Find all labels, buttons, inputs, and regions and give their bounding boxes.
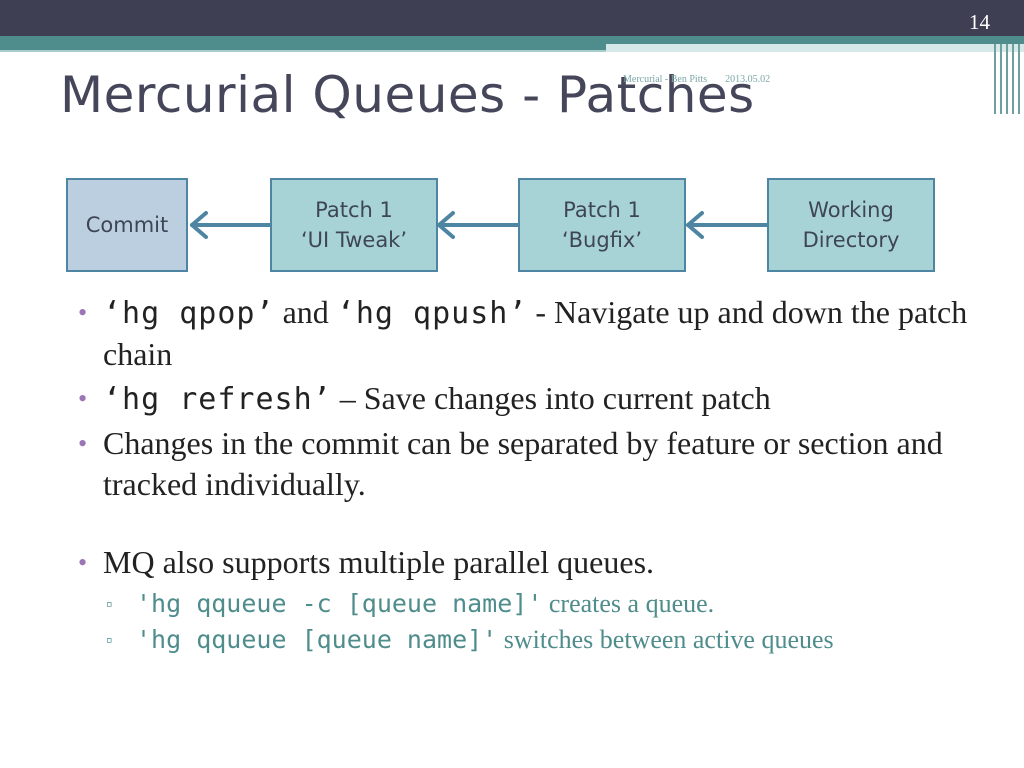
bullet-item: • Changes in the commit can be separated… — [78, 423, 978, 505]
bullet-item: • MQ also supports multiple parallel que… — [78, 542, 978, 583]
commit-box: Commit — [66, 178, 188, 272]
patch-chain-diagram: Commit Patch 1 ‘UI Tweak’ Patch 1 ‘Bugfi… — [66, 178, 936, 274]
bullet-item: • ‘hg qpop’ and ‘hg qpush’ - Navigate up… — [78, 292, 978, 375]
bullet-text: - Navigate up and down the patch chain — [103, 294, 968, 372]
bullet-dot-icon: • — [78, 298, 88, 327]
slide-footer: Mercurial - Ben Pitts 2013.05.02 — [623, 74, 770, 85]
top-dark-bar — [0, 0, 1024, 36]
patch-ui-tweak-box: Patch 1 ‘UI Tweak’ — [270, 178, 438, 272]
command-qqueue-create: 'hg qqueue -c [queue name]' — [136, 589, 543, 618]
diagram-arrows — [190, 211, 769, 239]
footer-date: 2013.05.02 — [725, 74, 771, 85]
working-directory-label: Working Directory — [802, 198, 900, 252]
patch-bugfix-box: Patch 1 ‘Bugfix’ — [518, 178, 686, 272]
bullet-text: – Save changes into current patch — [331, 380, 771, 416]
command-refresh: ‘hg refresh’ — [103, 382, 332, 417]
square-bullet-icon: ▫ — [106, 594, 113, 614]
bullet-dot-icon: • — [78, 548, 88, 577]
bullet-text: and — [274, 294, 337, 330]
command-qpop: ‘hg qpop’ — [103, 296, 275, 331]
working-directory-box: Working Directory — [767, 178, 935, 272]
patch-bugfix-label: Patch 1 ‘Bugfix’ — [561, 198, 643, 252]
bullet-list: • ‘hg qpop’ and ‘hg qpush’ - Navigate up… — [78, 292, 978, 658]
bullet-text: MQ also supports multiple parallel queue… — [103, 544, 655, 580]
footer-author: Mercurial - Ben Pitts — [623, 74, 708, 85]
sub-bullet-item: ▫ 'hg qqueue -c [queue name]' creates a … — [78, 586, 978, 622]
bullet-dot-icon: • — [78, 429, 88, 458]
bullet-dot-icon: • — [78, 384, 88, 413]
top-light-bar — [0, 50, 1024, 52]
sub-bullet-text: switches between active queues — [497, 625, 834, 654]
slide-number: 14 — [969, 10, 990, 34]
sub-bullet-item: ▫ 'hg qqueue [queue name]' switches betw… — [78, 622, 978, 658]
header-stripe-decoration — [606, 44, 1024, 114]
command-qpush: ‘hg qpush’ — [336, 296, 528, 331]
bullet-item: • ‘hg refresh’ – Save changes into curre… — [78, 378, 978, 420]
slide-title: Mercurial Queues - Patches — [60, 66, 755, 124]
bullet-text: Changes in the commit can be separated b… — [103, 425, 943, 502]
command-qqueue-switch: 'hg qqueue [queue name]' — [136, 625, 498, 654]
square-bullet-icon: ▫ — [106, 630, 113, 650]
commit-label: Commit — [85, 213, 169, 237]
patch-ui-tweak-label: Patch 1 ‘UI Tweak’ — [300, 198, 408, 252]
sub-bullet-text: creates a queue. — [542, 589, 715, 618]
